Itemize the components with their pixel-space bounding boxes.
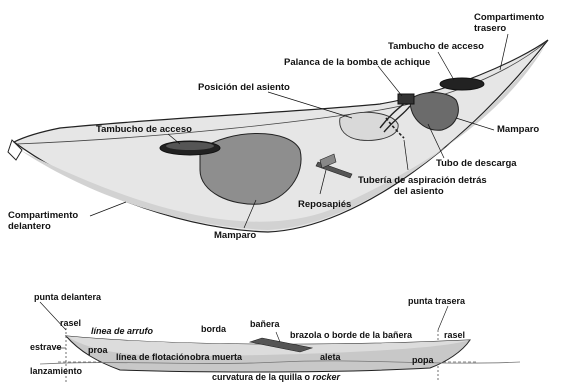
label-linea-arrufo: línea de arrufo xyxy=(91,326,153,337)
label-banera: bañera xyxy=(250,319,280,330)
label-tambucho-trasero: Tambucho de acceso xyxy=(388,41,484,52)
label-line: Compartimento xyxy=(474,12,544,23)
label-rasel-delantero: rasel xyxy=(60,318,81,329)
label-mamparo-delantero: Mamparo xyxy=(214,230,256,241)
label-proa: proa xyxy=(88,345,108,356)
label-punta-trasera: punta trasera xyxy=(408,296,465,307)
label-rocker: rocker xyxy=(313,372,341,382)
label-estrave: estrave xyxy=(30,342,62,353)
label-brazola: brazola o borde de la bañera xyxy=(290,330,412,341)
label-line: delantero xyxy=(8,221,78,232)
label-line: del asiento xyxy=(358,186,487,197)
label-rasel-trasero: rasel xyxy=(444,330,465,341)
label-line: Compartimento xyxy=(8,210,78,221)
rear-hatch xyxy=(440,78,484,90)
label-line: Tubería de aspiración detrás xyxy=(358,175,487,186)
label-aleta: aleta xyxy=(320,352,341,363)
label-line: trasero xyxy=(474,23,544,34)
label-reposapies: Reposapiés xyxy=(298,199,351,210)
bilge-pump xyxy=(398,94,414,104)
label-tubo-descarga: Tubo de descarga xyxy=(436,158,517,169)
label-compartimento-trasero: Compartimento trasero xyxy=(474,12,544,34)
label-posicion-asiento: Posición del asiento xyxy=(198,82,290,93)
label-curvatura: curvatura de la quilla o rocker xyxy=(212,372,340,383)
label-curvatura-text: curvatura de la quilla o xyxy=(212,372,313,382)
label-borda: borda xyxy=(201,324,226,335)
kayak-3d xyxy=(8,40,548,232)
label-punta-delantera: punta delantera xyxy=(34,292,101,303)
label-compartimento-delantero: Compartimento delantero xyxy=(8,210,78,232)
label-tuberia-aspiracion: Tubería de aspiración detrás del asiento xyxy=(358,175,487,197)
front-hatch-rim xyxy=(166,142,214,150)
label-mamparo-trasero: Mamparo xyxy=(497,124,539,135)
label-popa: popa xyxy=(412,355,434,366)
label-linea-flotacion: línea de flotación xyxy=(116,352,190,363)
label-lanzamiento: lanzamiento xyxy=(30,366,82,377)
label-obra-muerta: obra muerta xyxy=(190,352,242,363)
label-tambucho-delantero: Tambucho de acceso xyxy=(96,124,192,135)
label-palanca-bomba: Palanca de la bomba de achique xyxy=(284,57,430,68)
